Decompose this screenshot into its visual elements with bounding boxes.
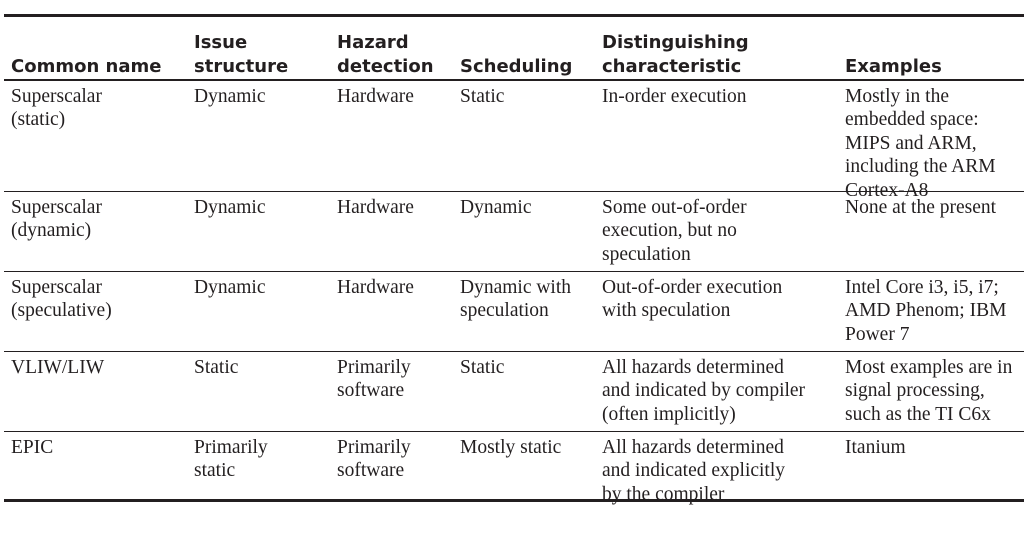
header-examples: Examples: [845, 56, 942, 77]
cell-scheduling: Dynamic: [460, 196, 532, 218]
top-rule: [4, 14, 1024, 17]
header-row: Common name Issue structure Hazard detec…: [4, 17, 1024, 79]
cell-common-name: Superscalar (static): [11, 85, 102, 131]
cell-issue-structure: Dynamic: [194, 276, 266, 298]
cell-hazard-detection: Hardware: [337, 196, 414, 218]
cell-examples: None at the present: [845, 196, 997, 218]
cell-scheduling: Dynamic with speculation: [460, 276, 572, 322]
cell-characteristic: Some out-of-order execution, but no spec…: [602, 196, 747, 265]
cell-scheduling: Static: [460, 356, 505, 378]
cell-common-name: Superscalar (dynamic): [11, 196, 102, 242]
cell-hazard-detection: Hardware: [337, 85, 414, 107]
row-divider: [4, 350, 1024, 352]
row-divider: [4, 430, 1024, 432]
cell-issue-structure: Dynamic: [194, 196, 266, 218]
row-divider: [4, 190, 1024, 192]
bottom-rule: [4, 498, 1024, 502]
table-row: Superscalar (speculative) Dynamic Hardwa…: [4, 272, 1024, 351]
header-rule: [4, 79, 1024, 81]
table-row: Superscalar (dynamic) Dynamic Hardware D…: [4, 192, 1024, 271]
cell-issue-structure: Primarily static: [194, 436, 268, 482]
cell-characteristic: Out-of-order execution with speculation: [602, 276, 783, 322]
cell-common-name: Superscalar (speculative): [11, 276, 112, 322]
cell-hazard-detection: Primarily software: [337, 436, 411, 482]
cell-examples: Mostly in the embedded space: MIPS and A…: [845, 85, 996, 201]
table-row: VLIW/LIW Static Primarily software Stati…: [4, 352, 1024, 431]
cell-characteristic: All hazards determined and indicated by …: [602, 356, 806, 425]
table-row: EPIC Primarily static Primarily software…: [4, 432, 1024, 505]
table-row: Superscalar (static) Dynamic Hardware St…: [4, 81, 1024, 201]
cell-issue-structure: Static: [194, 356, 239, 378]
cell-issue-structure: Dynamic: [194, 85, 266, 107]
cell-examples: Most examples are in signal processing, …: [845, 356, 1013, 425]
header-common-name: Common name: [11, 56, 162, 77]
row-divider: [4, 270, 1024, 272]
header-scheduling: Scheduling: [460, 56, 573, 77]
cell-scheduling: Mostly static: [460, 436, 562, 458]
header-issue-structure: Issue structure: [194, 32, 289, 77]
cell-hazard-detection: Primarily software: [337, 356, 411, 402]
cell-hazard-detection: Hardware: [337, 276, 414, 298]
cell-examples: Itanium: [845, 436, 906, 458]
header-hazard-detection: Hazard detection: [337, 32, 434, 77]
cell-common-name: VLIW/LIW: [11, 356, 105, 378]
header-distinguishing-characteristic: Distinguishing characteristic: [602, 32, 749, 77]
cell-scheduling: Static: [460, 85, 505, 107]
cell-characteristic: In-order execution: [602, 85, 747, 107]
cell-common-name: EPIC: [11, 436, 54, 458]
comparison-table: Common name Issue structure Hazard detec…: [4, 14, 1024, 505]
cell-characteristic: All hazards determined and indicated exp…: [602, 436, 786, 505]
cell-examples: Intel Core i3, i5, i7; AMD Phenom; IBM P…: [845, 276, 1007, 345]
